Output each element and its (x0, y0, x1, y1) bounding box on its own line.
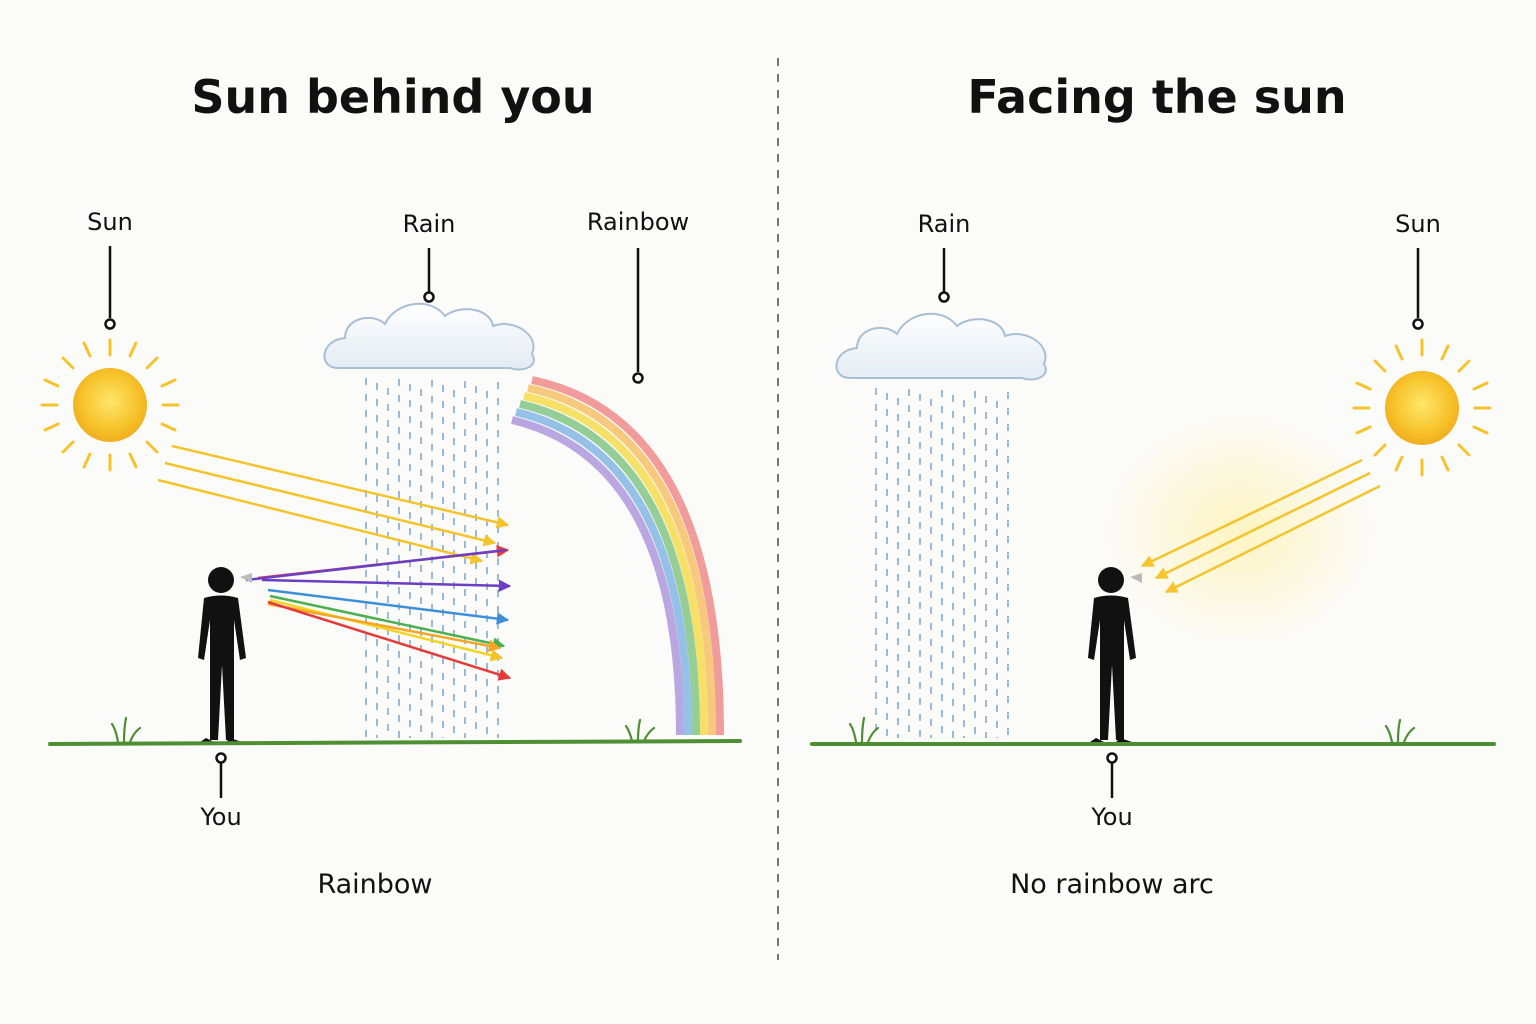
person-icon (198, 567, 252, 742)
sunlight-rays (1140, 458, 1381, 594)
sun-icon (1352, 338, 1492, 477)
left-panel-title: Sun behind you (191, 70, 594, 124)
person-icon (1088, 567, 1142, 742)
sun-icon (40, 338, 180, 472)
refracted-rays (245, 545, 512, 681)
right-panel-title: Facing the sun (967, 70, 1346, 124)
you-label: You (199, 803, 241, 831)
left-panel-caption: Rainbow (317, 869, 432, 900)
ground-line (48, 739, 742, 746)
rain-leader-dot (423, 291, 435, 303)
grass-icon (1384, 718, 1416, 744)
you-leader-dot (1106, 752, 1118, 764)
grass-icon (848, 716, 880, 744)
rainbow-arc (511, 376, 724, 736)
sun-label: Sun (1395, 210, 1441, 238)
rain-leader-dot (938, 291, 950, 303)
rain-drops (875, 388, 1009, 738)
right-panel-caption: No rainbow arc (1010, 869, 1214, 900)
rainbow-label: Rainbow (587, 208, 689, 236)
rainbow-leader-dot (632, 372, 644, 384)
right-panel: Facing the sun Rain (810, 70, 1496, 900)
sun-glare (1100, 410, 1380, 650)
you-label: You (1090, 803, 1132, 831)
sunlight-rays (157, 444, 510, 565)
sun-leader-dot (1412, 318, 1424, 330)
rain-label: Rain (403, 210, 456, 238)
sun-leader-dot (104, 318, 116, 330)
rain-label: Rain (918, 210, 971, 238)
grass-icon (110, 716, 142, 744)
you-leader-dot (215, 752, 227, 764)
cloud-icon (323, 302, 535, 371)
left-panel: Sun behind you (40, 70, 742, 900)
grass-icon (624, 718, 656, 743)
cloud-icon (835, 312, 1047, 381)
sun-label: Sun (87, 208, 133, 236)
